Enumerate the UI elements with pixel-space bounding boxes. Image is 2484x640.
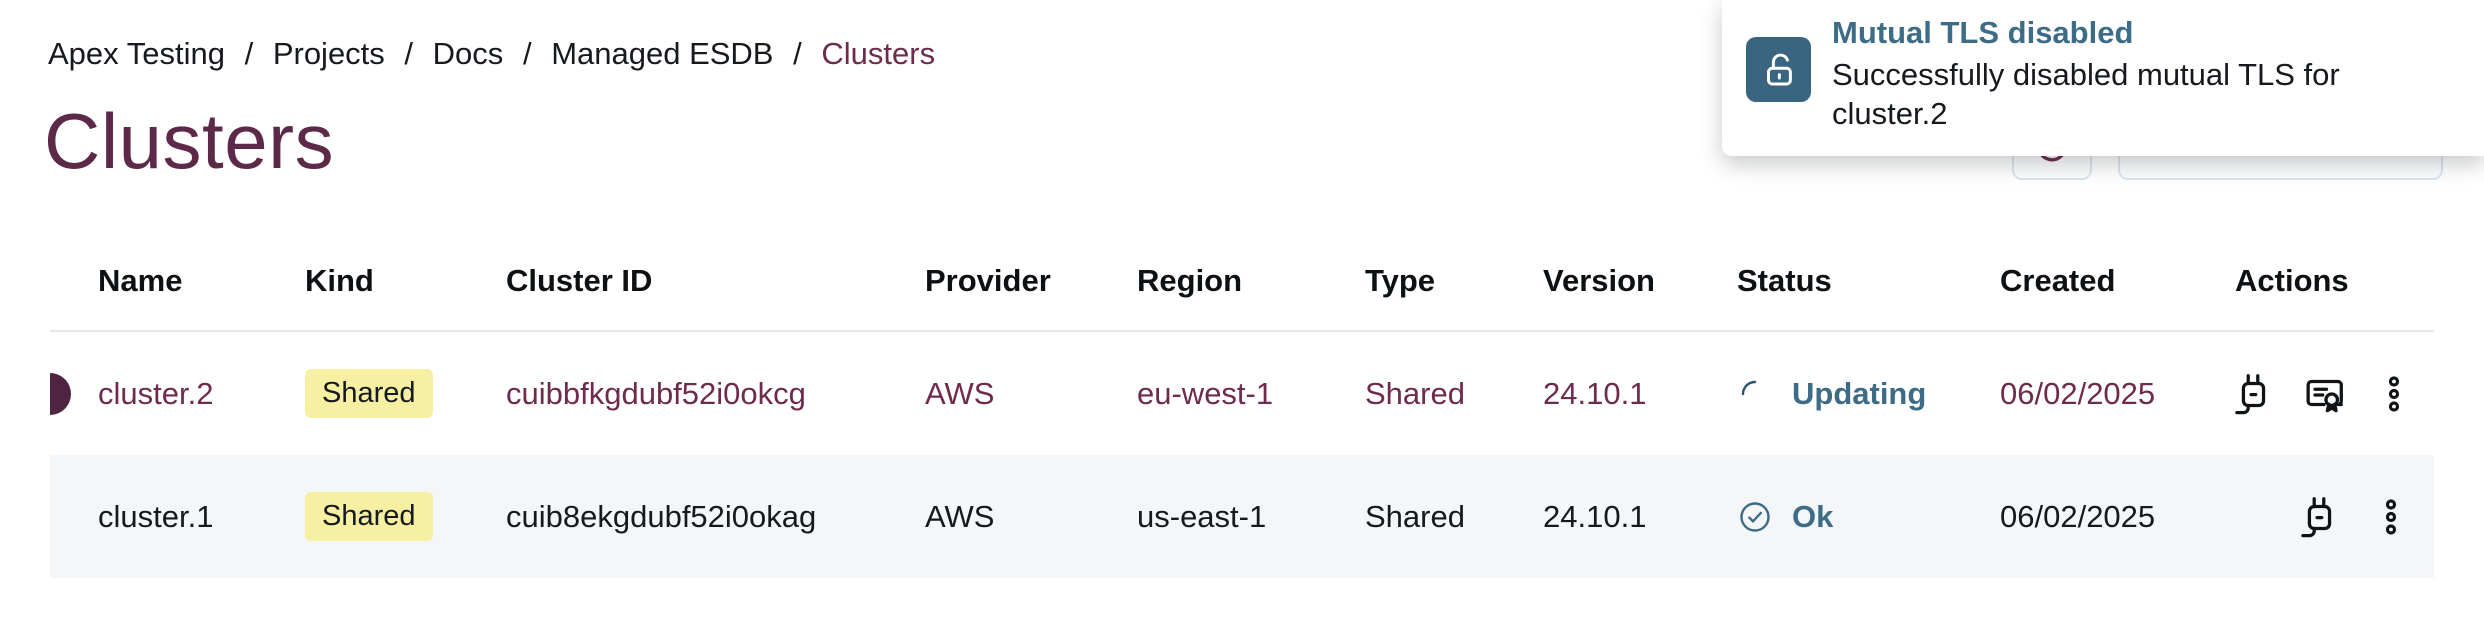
header-name: Name [98, 263, 183, 298]
breadcrumb: Apex Testing / Projects / Docs / Managed… [48, 36, 935, 72]
page-title: Clusters [44, 97, 335, 185]
cell-kind: Shared [305, 492, 506, 541]
cell-provider: AWS [925, 498, 995, 534]
table-row-cluster-2[interactable]: cluster.2 Shared cuibbfkgdubf52i0okcg AW… [50, 332, 2434, 455]
breadcrumb-item-apex-testing[interactable]: Apex Testing [48, 36, 225, 71]
cell-created: 06/02/2025 [2000, 375, 2156, 411]
cell-status: Ok [1737, 499, 2000, 535]
header-type: Type [1365, 263, 1436, 298]
toast-icon-box [1746, 37, 1811, 102]
breadcrumb-separator: / [522, 36, 532, 71]
unlock-icon [1766, 53, 1792, 85]
cell-version: 24.10.1 [1543, 498, 1647, 534]
header-cluster-id: Cluster ID [506, 263, 653, 298]
toast-text: Mutual TLS disabled Successfully disable… [1832, 14, 2452, 134]
toast-message: Successfully disabled mutual TLS for clu… [1832, 56, 2340, 132]
cell-version: 24.10.1 [1543, 375, 1647, 411]
header-created: Created [2000, 263, 2116, 298]
breadcrumb-separator: / [404, 36, 414, 71]
selected-row-marker [50, 372, 71, 415]
cell-name[interactable]: cluster.2 [98, 375, 214, 411]
cell-cluster-id: cuibbfkgdubf52i0okcg [506, 375, 806, 411]
header-status: Status [1737, 263, 1832, 298]
cell-status: Updating [1737, 376, 2000, 412]
breadcrumb-item-clusters-current: Clusters [821, 36, 936, 71]
cell-type: Shared [1365, 375, 1465, 411]
header-kind: Kind [305, 263, 374, 298]
certificate-icon[interactable] [2302, 371, 2348, 417]
toast-title: Mutual TLS disabled [1832, 15, 2134, 50]
cell-name[interactable]: cluster.1 [98, 498, 214, 534]
cell-actions [2235, 371, 2434, 417]
header-region: Region [1137, 263, 1243, 298]
breadcrumb-item-managed-esdb[interactable]: Managed ESDB [551, 36, 774, 71]
table-row-cluster-1[interactable]: cluster.1 Shared cuib8ekgdubf52i0okag AW… [50, 455, 2434, 578]
cell-created: 06/02/2025 [2000, 498, 2156, 534]
breadcrumb-item-docs[interactable]: Docs [432, 36, 504, 71]
cell-region: eu-west-1 [1137, 375, 1274, 411]
status-label: Ok [1792, 498, 1834, 534]
cell-type: Shared [1365, 498, 1465, 534]
cell-kind: Shared [305, 369, 506, 418]
kebab-menu-icon[interactable] [2374, 371, 2414, 417]
cell-provider: AWS [925, 375, 995, 411]
header-actions: Actions [2235, 263, 2349, 298]
status-label: Updating [1792, 375, 1927, 411]
cell-region: us-east-1 [1137, 498, 1267, 534]
check-circle-icon [1740, 501, 1770, 532]
header-version: Version [1543, 263, 1655, 298]
breadcrumb-separator: / [793, 36, 802, 71]
kind-badge: Shared [305, 369, 433, 418]
spinner-icon [1741, 380, 1757, 395]
breadcrumb-separator: / [244, 36, 254, 71]
kebab-menu-icon[interactable] [2368, 494, 2414, 540]
kind-badge: Shared [305, 492, 433, 541]
clusters-table: Name Kind Cluster ID Provider Region Typ… [50, 232, 2434, 578]
table-header-row: Name Kind Cluster ID Provider Region Typ… [50, 232, 2434, 332]
breadcrumb-item-projects[interactable]: Projects [272, 36, 385, 71]
connect-icon[interactable] [2230, 371, 2276, 417]
header-provider: Provider [925, 263, 1051, 298]
toast-notification: Mutual TLS disabled Successfully disable… [1722, 0, 2484, 156]
cell-actions [2235, 494, 2434, 540]
connect-icon[interactable] [2296, 494, 2342, 540]
cell-cluster-id: cuib8ekgdubf52i0okag [506, 498, 817, 534]
